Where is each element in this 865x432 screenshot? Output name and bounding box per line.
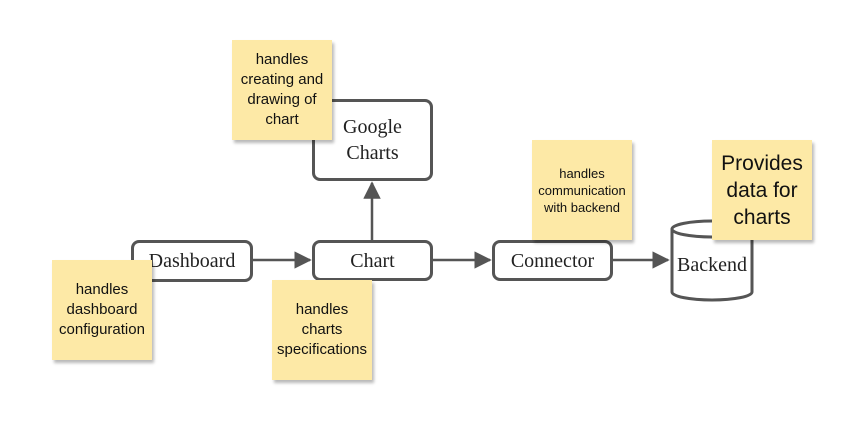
chart-node-label: Chart	[350, 249, 395, 272]
note-google-charts: handles creating and drawing of chart	[232, 40, 332, 140]
google-charts-node[interactable]: Google Charts	[312, 99, 433, 181]
backend-node-label: Backend	[677, 254, 747, 276]
note-dashboard: handles dashboard configuration	[52, 260, 152, 360]
note-google-charts-text: handles creating and drawing of chart	[240, 51, 324, 128]
note-backend-text: Provides data for charts	[721, 151, 803, 229]
backend-cylinder	[670, 219, 754, 302]
note-dashboard-text: handles dashboard configuration	[59, 281, 145, 338]
connector-node-label: Connector	[510, 249, 595, 272]
note-connector: handles communication with backend	[532, 140, 632, 240]
chart-node[interactable]: Chart	[312, 240, 433, 281]
note-chart-text: handles charts specifications	[276, 301, 368, 358]
note-chart: handles charts specifications	[272, 280, 372, 380]
note-connector-text: handles communication with backend	[538, 165, 626, 215]
dashboard-node-label: Dashboard	[148, 250, 236, 272]
google-charts-node-label: Google Charts	[343, 116, 402, 164]
connector-node[interactable]: Connector	[492, 240, 613, 281]
note-backend: Provides data for charts	[712, 140, 812, 240]
